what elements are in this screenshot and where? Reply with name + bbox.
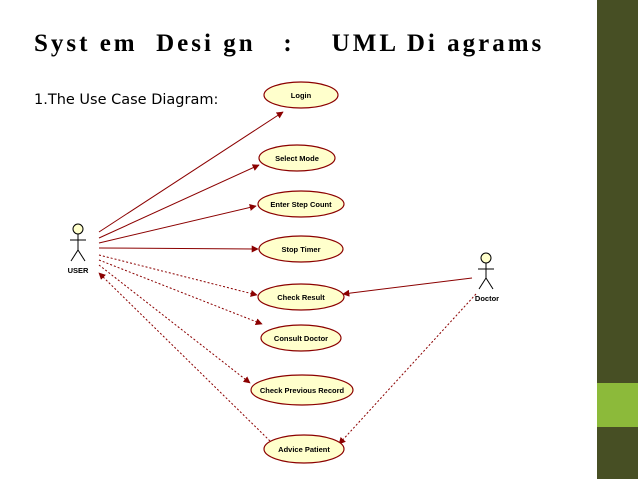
actor-label: USER: [68, 266, 89, 275]
actor-user: USER: [68, 223, 89, 275]
assoc-user-login: [98, 111, 284, 233]
use-case-advice-patient: Advice Patient: [263, 434, 345, 464]
use-case-stop-timer: Stop Timer: [258, 235, 344, 263]
use-case-consult-doctor: Consult Doctor: [260, 324, 342, 352]
svg-text:Stop Timer: Stop Timer: [281, 245, 320, 254]
use-case-check-previous-record: Check Previous Record: [250, 374, 354, 406]
assoc-user-consult-doctor: [98, 259, 263, 325]
svg-text:Select Mode: Select Mode: [275, 154, 319, 163]
connectors: [98, 111, 477, 445]
assoc-user-enter-step-count: [98, 204, 257, 244]
decorative-accent-block: [597, 383, 638, 427]
svg-text:Check Result: Check Result: [277, 293, 325, 302]
assoc-user-check-result: [98, 254, 258, 297]
assoc-user-check-previous-record: [98, 264, 251, 384]
use-case-enter-step-count: Enter Step Count: [257, 190, 345, 218]
use-case-check-result: Check Result: [257, 283, 345, 311]
stick-figure-icon: [478, 252, 494, 290]
svg-text:Login: Login: [291, 91, 312, 100]
slide-subtitle: 1.The Use Case Diagram:: [34, 92, 219, 108]
assoc-user-stop-timer: [98, 245, 259, 253]
assoc-advice-patient-user: [98, 272, 271, 442]
use-case-select-mode: Select Mode: [258, 144, 336, 172]
slide-title: Syst em Desi gn : UML Di agrams: [34, 30, 545, 57]
svg-text:Consult Doctor: Consult Doctor: [274, 334, 328, 343]
assoc-doctor-check-result: [342, 277, 473, 297]
actor-doctor: Doctor: [475, 252, 499, 303]
assoc-user-select-mode: [98, 164, 260, 239]
svg-text:Check Previous Record: Check Previous Record: [260, 386, 345, 395]
use-case-login: Login: [263, 81, 339, 109]
assoc-doctor-advice-patient: [338, 293, 477, 445]
actor-label: Doctor: [475, 294, 499, 303]
svg-text:Enter Step Count: Enter Step Count: [270, 200, 332, 209]
svg-text:Advice Patient: Advice Patient: [278, 445, 330, 454]
stick-figure-icon: [70, 223, 86, 262]
